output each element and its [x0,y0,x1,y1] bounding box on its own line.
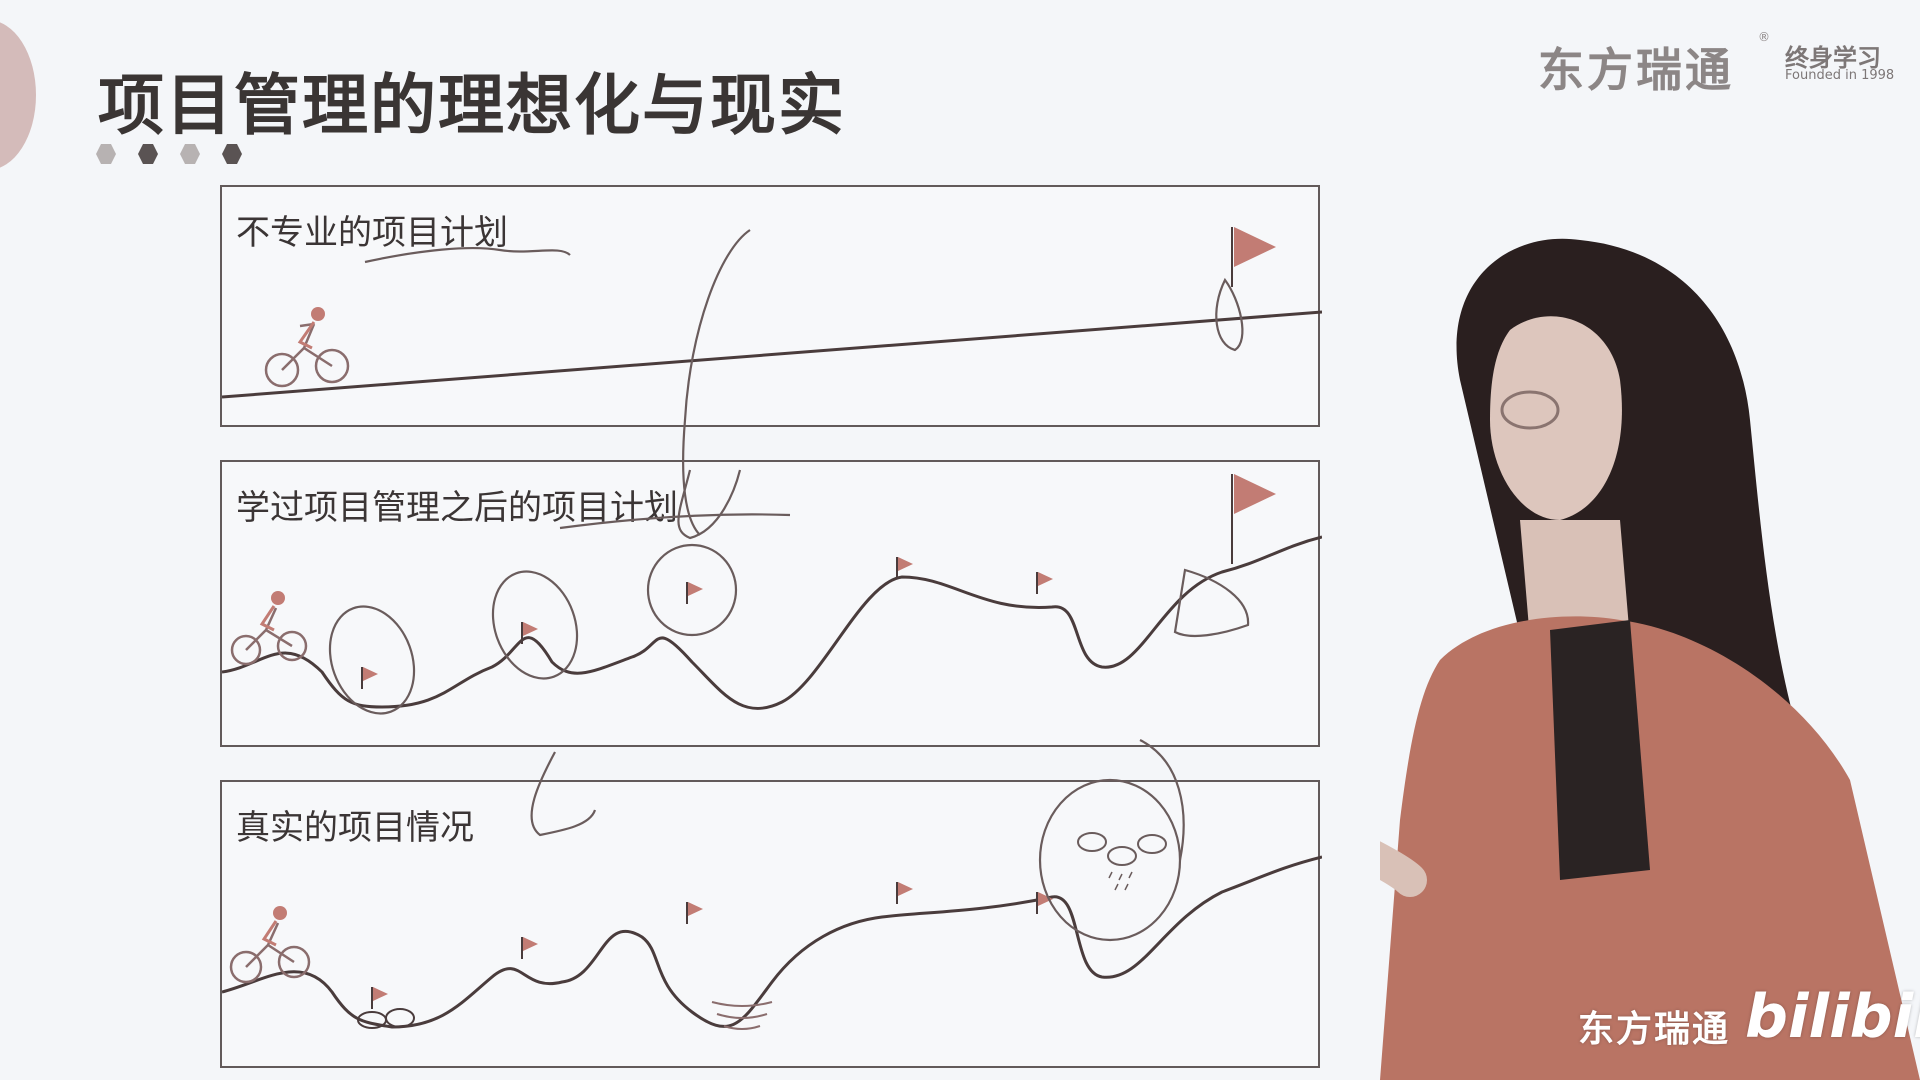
decorative-circle [0,20,36,170]
storm-cloud-icon [1077,832,1167,891]
hexagon-icon [96,144,116,164]
brand-logo-text: 东方瑞通 [1538,43,1734,97]
brand-slogan: 终身学习 [1785,44,1881,72]
milestone-flag-icon [521,937,538,959]
presenter-arm [1380,841,1427,897]
glasses [1500,390,1560,430]
milestone-flag-icon [361,667,378,689]
panel-2-drawing [222,474,1322,710]
rock-obstacle [385,1008,415,1028]
flag-icon [1231,227,1276,287]
milestone-flag-icon [1036,892,1053,914]
brand-founded: Founded in 1998 [1785,68,1895,83]
panel-real-situation: 真实的项目情况 [220,780,1322,1068]
reality-path-line [222,855,1322,1029]
milestone-flag-icon [686,902,703,924]
registered-mark: ® [1758,30,1770,44]
presenter-top [1550,620,1650,880]
milestone-flag-icon [371,987,388,1009]
water-hazard [711,1001,773,1030]
panel-1-drawing [222,227,1322,399]
milestone-flag-icon [686,582,703,604]
milestone-flag-icon [896,882,913,904]
hexagon-icon [180,144,200,164]
presenter-figure [1380,238,1920,1080]
straight-path-line [222,310,1322,399]
flag-icon [1231,474,1276,564]
presenter-coat [1380,616,1920,1080]
panel-label: 不专业的项目计划 [236,213,508,253]
bilibili-logo: bilibili [1745,982,1920,1052]
milestone-flag-icon [896,557,913,579]
milestone-flag-icon [1036,572,1053,594]
slide-title: 项目管理的理想化与现实 [98,67,846,144]
hexagon-icon [138,144,158,164]
cyclist-icon [229,906,311,984]
panel-3-drawing [222,832,1322,1030]
hexagon-bullets [96,144,242,164]
hexagon-icon [222,144,242,164]
panel-learned-plan: 学过项目管理之后的项目计划 [220,460,1322,747]
watermark-channel: 东方瑞通 [1578,1009,1731,1050]
presenter-neck [1520,520,1630,640]
panel-label: 真实的项目情况 [236,808,474,848]
milestone-path-line [222,535,1322,710]
cyclist-icon [264,307,350,388]
panel-unprofessional-plan: 不专业的项目计划 [220,185,1322,427]
cyclist-icon [230,591,308,666]
